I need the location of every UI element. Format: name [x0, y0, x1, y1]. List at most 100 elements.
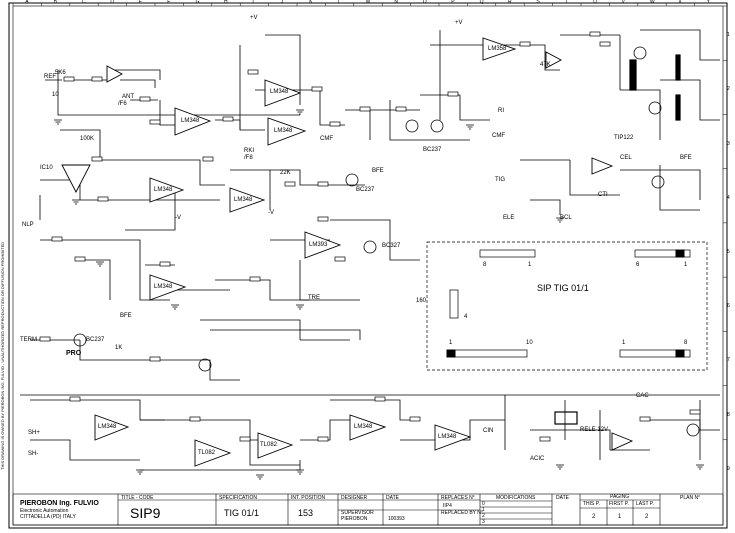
row-number: 4 [727, 194, 730, 201]
column-letter: O [422, 0, 427, 5]
label-rki: RKI [244, 148, 255, 154]
label-tre: TRE [308, 295, 320, 301]
header-modifications: MODIFICATIONS [496, 495, 536, 501]
header-title-code: TITLE - CODE [121, 495, 154, 501]
connector-frame [426, 241, 708, 371]
connector-bottom-right-fill [675, 349, 685, 358]
opamp-ic3a [149, 274, 187, 301]
transformer-c [675, 94, 681, 121]
ground-symbol [296, 304, 304, 310]
label-bc237-t5: BC237 [356, 187, 375, 193]
transistor-t1 [633, 46, 647, 60]
resistor [39, 336, 51, 342]
transistor-t2 [73, 333, 87, 347]
column-letter: W [650, 0, 655, 5]
resistor [317, 181, 329, 187]
part-ic1b: LM348 [270, 89, 289, 95]
column-letter: C [82, 0, 86, 5]
resistor [599, 41, 611, 47]
ground-symbol [296, 109, 304, 115]
title-block-grid [12, 493, 724, 526]
label-cti: CTI [598, 192, 608, 198]
resistor [202, 156, 214, 162]
resistor [311, 86, 323, 92]
opamp-ic18 [434, 424, 472, 451]
label-brf: BFE [372, 168, 384, 174]
company-subtitle: Electronic Automation [20, 508, 69, 514]
header-designer: DESIGNER [341, 495, 368, 501]
part-ic8: LM393 [309, 242, 328, 248]
ground-symbols [54, 109, 704, 480]
opamp-ic17 [591, 157, 614, 175]
label-f8: /F8 [244, 155, 253, 161]
label-bc237-t2: BC237 [86, 337, 105, 343]
resistor [91, 76, 103, 82]
opamp-symbols [61, 37, 634, 467]
opamp-ic14 [194, 439, 232, 467]
part-ic14b: TL082 [260, 442, 278, 448]
resistor [409, 416, 421, 422]
transistor-t5 [345, 173, 359, 187]
transistor-t7 [405, 119, 419, 133]
resistor [374, 396, 386, 402]
resistor [159, 261, 171, 267]
column-letter: G [195, 0, 200, 5]
resistor [69, 396, 81, 402]
resistor [249, 276, 261, 282]
column-letter: H [224, 0, 228, 5]
header-last-page: LAST P. [636, 501, 654, 507]
label-cin: CIN [483, 428, 494, 434]
label-ref: REF [44, 74, 56, 80]
label-ri: RI [498, 108, 504, 114]
resistor [334, 256, 346, 262]
transistor-t3 [686, 423, 700, 437]
row-number: 9 [727, 465, 730, 472]
ground-symbol [136, 469, 144, 475]
label-bc237: BC237 [423, 147, 442, 153]
sheet-border [8, 2, 728, 529]
opamp-ic15a [149, 177, 185, 203]
transformer-b [675, 54, 681, 81]
ground-symbol [72, 199, 80, 205]
header-replaces: REPLACES N° [441, 495, 475, 501]
resistor [395, 106, 407, 112]
column-letter: S [536, 0, 540, 5]
specification-value: TIG 01/1 [224, 508, 260, 518]
mod-row-0: 0 [482, 501, 485, 507]
label-bfe: BFE [120, 313, 132, 319]
company-name: PIEROBON Ing. FULVIO [20, 500, 99, 507]
connector-bottom-left-fill [446, 349, 456, 358]
transformer-a [629, 59, 637, 91]
label-cac: CAC [636, 393, 649, 399]
resistor [139, 96, 151, 102]
ground-symbol [696, 464, 704, 470]
row-number: 1 [727, 32, 730, 39]
part-ic2b: LM358 [488, 46, 507, 52]
connector-pin-8b: 8 [684, 340, 688, 346]
label-term: TERM [20, 337, 37, 343]
resistor [689, 409, 701, 415]
column-letter: L [337, 0, 341, 5]
label-plus-v-top: +V [250, 15, 258, 21]
column-letter: Q [479, 0, 484, 5]
connector-bottom-left-block [446, 349, 528, 358]
ground-symbol [296, 469, 304, 475]
label-minus-v: -V [268, 210, 274, 216]
position-value: 153 [298, 508, 314, 518]
label-100k: 100K [80, 136, 95, 142]
mod-row-2: 2 [482, 513, 485, 519]
border-ticks [12, 3, 727, 441]
part-ic15b: LM348 [234, 197, 253, 203]
column-letter: U [593, 0, 597, 5]
resistor [539, 436, 551, 442]
connector-pin-1d: 1 [622, 340, 626, 346]
header-mod-date: DATE [556, 495, 569, 501]
connector-title: SIP TIG 01/1 [537, 283, 589, 293]
resistor [284, 181, 296, 187]
connector-corner-pad [675, 249, 685, 258]
header-plan-number: PLAN N° [680, 495, 701, 501]
header-first-page: FIRST P. [609, 501, 629, 507]
mod-row-1: 1 [482, 507, 485, 513]
sip-connector [426, 241, 708, 371]
resistor [317, 436, 329, 442]
